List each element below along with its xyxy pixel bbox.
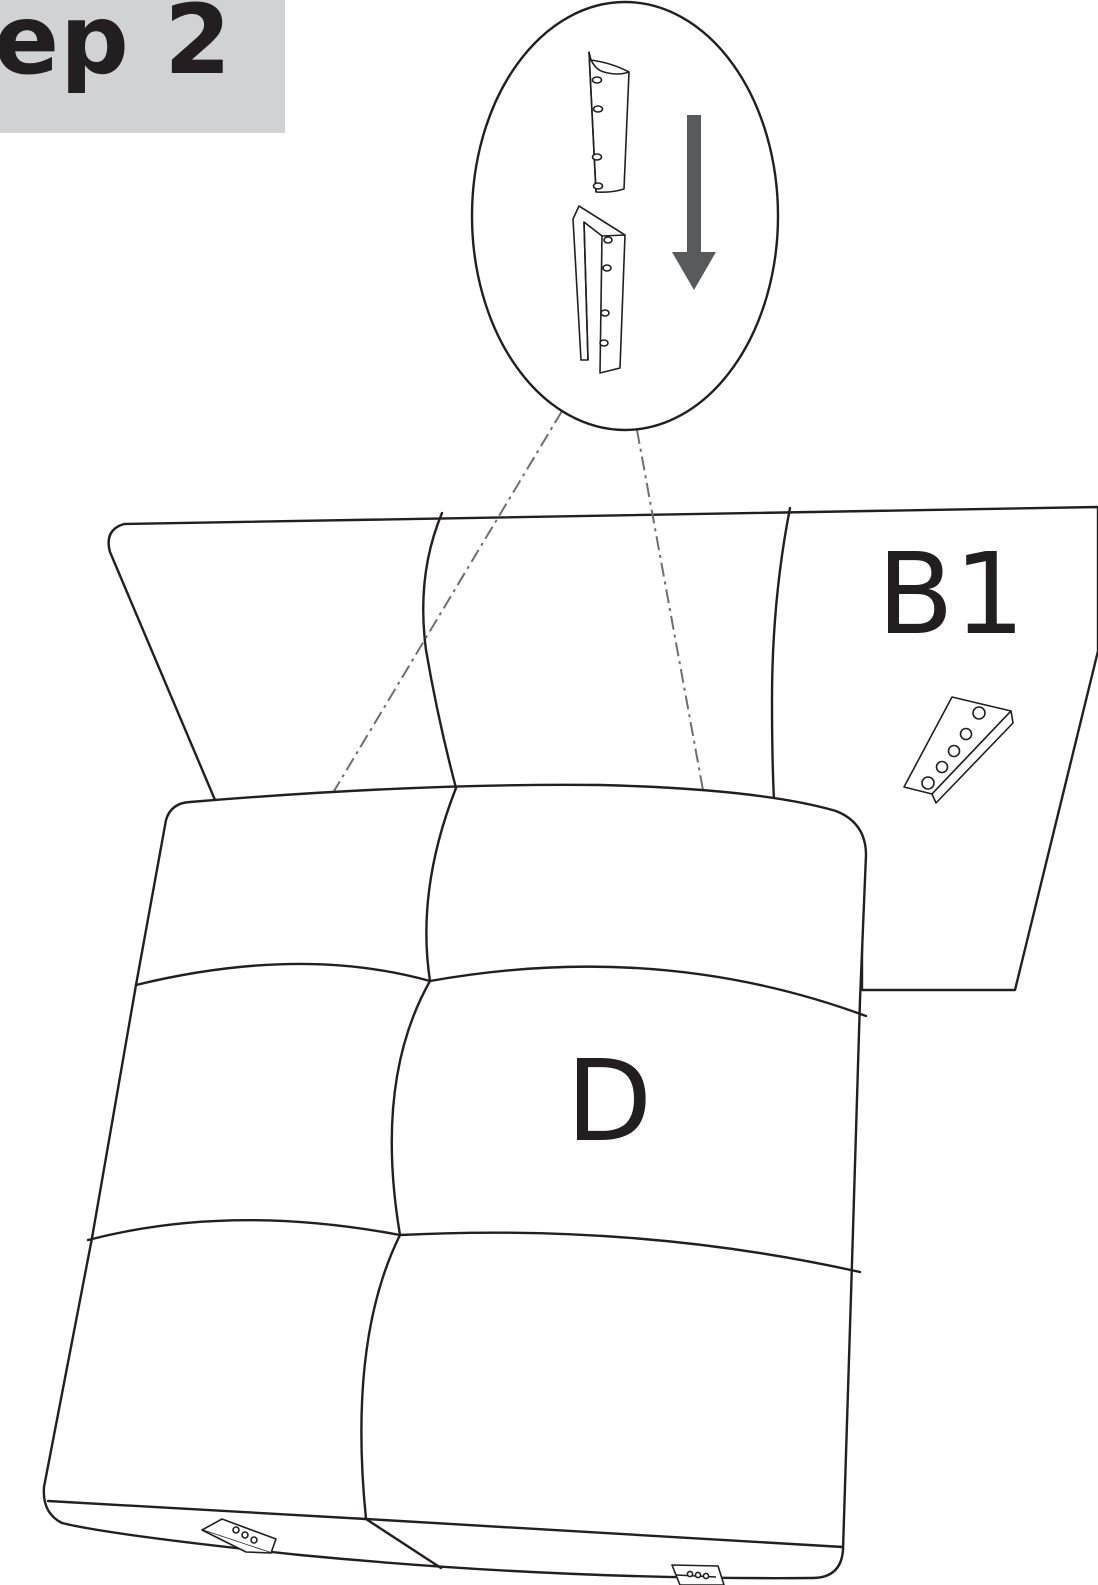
seat-tuft-column-middle	[390, 979, 432, 1237]
step-title: ep 2	[0, 0, 233, 96]
seat-section-d: D	[42, 783, 868, 1585]
back-cushion-seam-right	[770, 506, 792, 802]
leader-line-left	[333, 410, 563, 792]
upper-bracket-icon	[588, 51, 630, 193]
detail-callout	[470, 0, 780, 432]
part-label-b1: B1	[877, 530, 1025, 660]
seat-outline	[42, 783, 868, 1580]
back-section-b1: B1	[107, 505, 1098, 992]
back-section-outline	[107, 505, 1098, 992]
bracket-icon	[903, 696, 1014, 804]
part-label-d: D	[566, 1037, 652, 1167]
front-bracket-right	[671, 1564, 725, 1585]
detail-callout-circle	[470, 0, 780, 432]
seat-tuft-row-2-right	[398, 1231, 862, 1274]
seat-tuft-row-2-left	[86, 1218, 402, 1242]
front-bracket-left	[201, 1518, 277, 1554]
leader-line-right	[636, 429, 704, 791]
step-banner: ep 2	[0, 0, 285, 133]
seat-base-corner	[364, 1517, 443, 1570]
seat-tuft-column-top	[425, 786, 458, 983]
arrow-down-icon	[672, 115, 716, 290]
back-cushion-seam-left	[422, 511, 458, 790]
lower-bracket-icon	[572, 205, 626, 374]
seat-tuft-column-bottom	[360, 1233, 402, 1521]
seat-tuft-row-1-left	[134, 962, 432, 987]
seat-tuft-row-1-right	[428, 965, 868, 1018]
